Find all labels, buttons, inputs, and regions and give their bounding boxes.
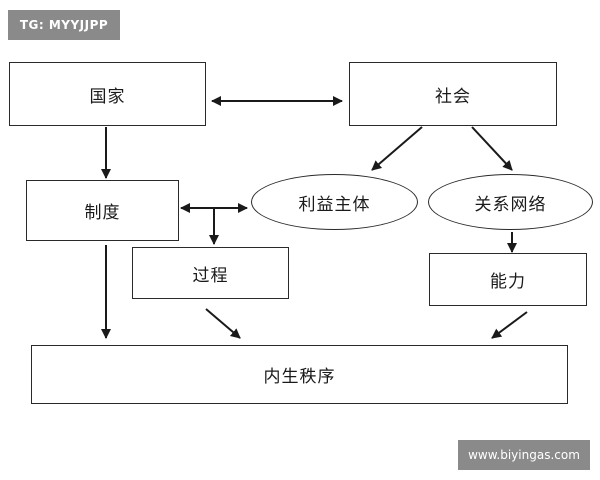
- node-endogenous-order-label: 内生秩序: [263, 367, 336, 387]
- arrow-society-interest: [371, 126, 423, 171]
- arrow-capability-endogenous: [491, 311, 528, 339]
- arrow-society-network: [471, 126, 513, 171]
- node-endogenous-order: 内生秩序: [31, 345, 568, 404]
- node-state-label: 国家: [89, 86, 126, 107]
- watermark-bottom-right: www.biyingas.com: [458, 440, 590, 470]
- node-interest-subject-label: 利益主体: [298, 194, 371, 215]
- node-capability-label: 能力: [490, 272, 526, 292]
- node-interest-subject: 利益主体: [251, 174, 418, 230]
- node-institution: 制度: [26, 180, 179, 241]
- node-process-label: 过程: [192, 265, 229, 286]
- node-society: 社会: [349, 62, 557, 126]
- node-capability: 能力: [429, 253, 587, 306]
- node-relation-network: 关系网络: [428, 174, 593, 230]
- node-society-label: 社会: [435, 86, 471, 107]
- node-process: 过程: [132, 247, 289, 299]
- node-state: 国家: [9, 62, 206, 126]
- node-relation-network-label: 关系网络: [474, 194, 547, 215]
- arrow-process-endogenous: [205, 308, 241, 339]
- watermark-top-left: TG: MYYJJPP: [8, 10, 120, 40]
- node-institution-label: 制度: [84, 203, 121, 223]
